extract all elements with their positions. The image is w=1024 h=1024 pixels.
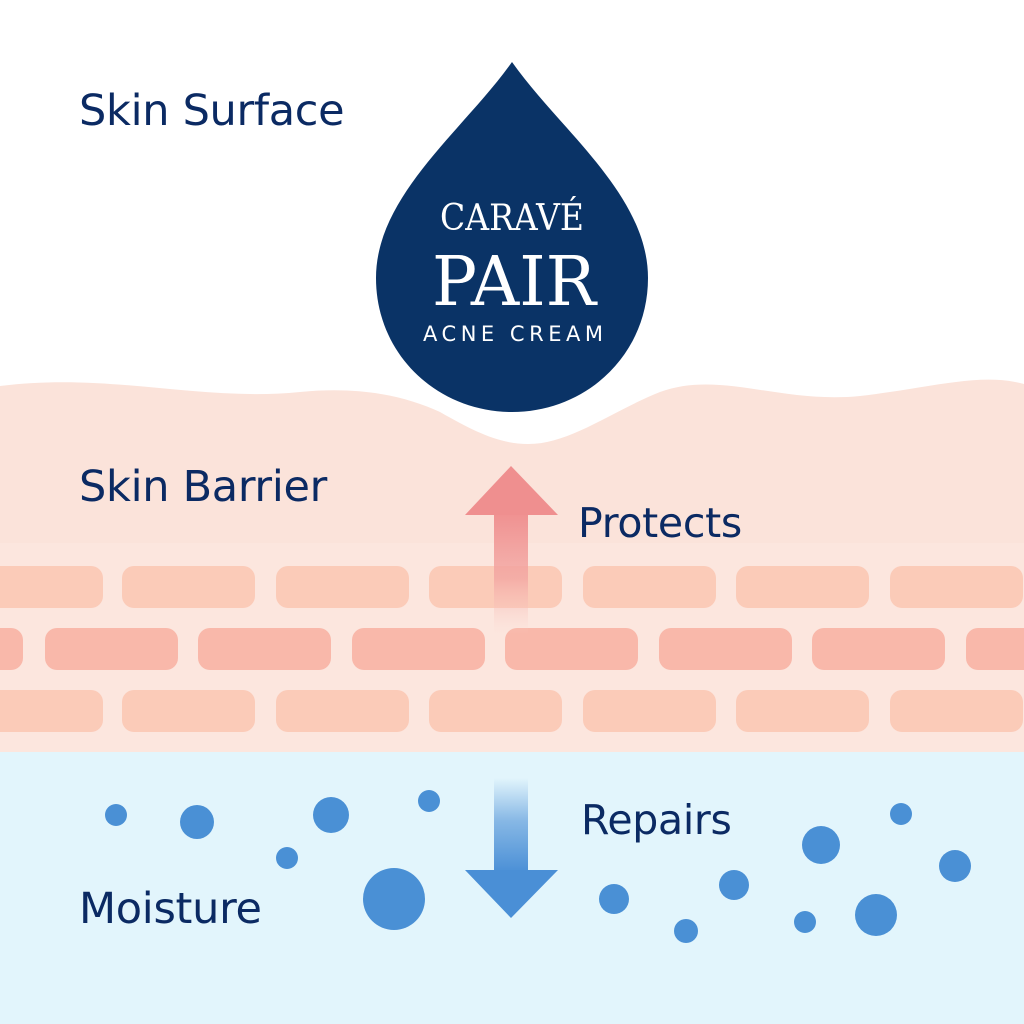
moisture-bubble-icon (180, 805, 214, 839)
brick (736, 566, 869, 608)
arrow-down-icon (465, 778, 558, 918)
skin-barrier-label: Skin Barrier (79, 462, 327, 512)
brick (659, 628, 792, 670)
brick (276, 566, 409, 608)
brick (122, 566, 255, 608)
brick (890, 690, 1023, 732)
moisture-bubble-icon (674, 919, 698, 943)
moisture-bubble-icon (363, 868, 425, 930)
brick (0, 628, 23, 670)
moisture-bubble-icon (802, 826, 840, 864)
moisture-bubble-icon (418, 790, 440, 812)
skin-surface-label: Skin Surface (79, 86, 345, 136)
brick (966, 628, 1024, 670)
brick-wall (0, 566, 1024, 732)
moisture-bubble-icon (890, 803, 912, 825)
brick (276, 690, 409, 732)
moisture-label: Moisture (79, 884, 262, 934)
moisture-bubble-icon (599, 884, 629, 914)
logo-type: ACNE CREAM (423, 322, 603, 346)
brick (812, 628, 945, 670)
brick (45, 628, 178, 670)
droplet-shape (376, 62, 648, 412)
brick (583, 690, 716, 732)
protects-label: Protects (578, 499, 742, 547)
moisture-bubble-icon (939, 850, 971, 882)
brick (0, 566, 103, 608)
logo-brand: CARAVÉ (440, 197, 584, 239)
moisture-bubble-icon (794, 911, 816, 933)
moisture-bubble-icon (855, 894, 897, 936)
arrow-up-icon (465, 466, 558, 635)
moisture-bubbles (105, 790, 971, 943)
brick (352, 628, 485, 670)
droplet-logo: CARAVÉ PAIR ACNE CREAM (376, 62, 648, 412)
brick (429, 690, 562, 732)
brick (583, 566, 716, 608)
moisture-bubble-icon (105, 804, 127, 826)
logo-product: PAIR (432, 243, 598, 322)
brick (890, 566, 1023, 608)
repairs-label: Repairs (581, 796, 732, 844)
brick (122, 690, 255, 732)
brick (0, 690, 103, 732)
brick (505, 628, 638, 670)
moisture-bubble-icon (313, 797, 349, 833)
moisture-bubble-icon (276, 847, 298, 869)
moisture-bubble-icon (719, 870, 749, 900)
brick (198, 628, 331, 670)
brick (736, 690, 869, 732)
